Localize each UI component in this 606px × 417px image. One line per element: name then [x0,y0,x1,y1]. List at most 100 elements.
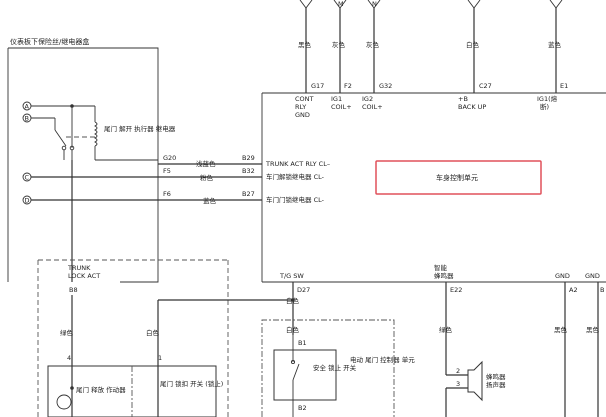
buzzer-label-2: 蜂鸣器 [434,271,454,280]
ground-wire-a2: GND A2 黑色 [554,272,578,417]
latch-switch-label: 尾门 锁扣 开关 (锁止) [160,379,223,388]
trunk-lock-act-region: TRUNK LOCK ACT B8 [37,259,229,417]
actuator-wire: 绿色 4 [60,295,74,417]
top-wire-g32-pin: G32 [379,82,392,90]
top-wire-f2: M 灰色 F2 IG1 COIL+ [331,0,352,111]
actuator-motor-icon [56,394,72,410]
wire-g20: G20 浅蓝色 B29 TRUNK ACT RLY CL– [158,154,330,168]
fuse-relay-box: 仪表板下保险丝/继电器盒 [7,37,159,283]
connector-a-label: A [25,103,30,111]
wire-g20-signal: TRUNK ACT RLY CL– [265,160,330,168]
latch-switch-wire: 白色 1 [146,299,293,417]
safety-switch-label: 安全 锁止 开关 [313,363,357,372]
wire-f5: F5 粉色 B32 车门解锁继电器 CL- [31,167,325,182]
wire-f5-pin-right: B32 [242,167,255,175]
tg-sw-color-2: 白色 [286,325,300,334]
connector-c-label: C [25,174,30,182]
buzzer-name-2: 扬声器 [486,380,506,389]
wire-f6-pin-left: F6 [163,190,171,198]
body-control-module: 车身控制单元 [261,92,606,283]
top-wire-f2-label-2: COIL+ [331,103,352,111]
top-wire-g17-label-1: CONT [295,95,314,103]
trunk-lock-act-pin: B8 [69,286,78,294]
connector-d: D [22,195,32,205]
power-tailgate-unit-label: 电动 尾门 控制器 单元 [350,355,415,364]
buzzer-wire-color: 绿色 [439,325,453,334]
actuator-label: 尾门 释放 作动器 [76,385,126,394]
wire-g20-pin-left: G20 [163,154,176,162]
ground-wire-b: GND B 黑色 [585,272,604,417]
ground-label-1: GND [555,272,570,280]
top-wire-c27-label-2: BACK UP [458,103,486,111]
power-tailgate-region: B1 安全 锁止 开关 B2 电动 尾门 控制器 单元 [261,319,415,417]
top-wire-g32: N 灰色 G32 IG2 COIL+ [362,0,392,111]
wire-f5-pin-left: F5 [163,167,171,175]
latch-switch-wire-pin: 1 [158,354,162,362]
top-wire-g17-color: 黑色 [298,40,312,49]
safety-switch-box [273,349,337,401]
buzzer-pin-2: 2 [456,367,460,375]
wire-f5-signal: 车门解锁继电器 CL- [266,172,325,181]
wire-f5-color: 粉色 [200,173,214,182]
top-wire-e1-color: 蓝色 [548,40,562,49]
safety-switch-pin-b1: B1 [298,339,307,347]
tg-sw-label: T/G SW [279,272,304,280]
top-wire-g32-label-1: IG2 [362,95,373,103]
connector-d-label: D [25,197,30,205]
buzzer-speaker-icon [467,360,483,402]
connector-b-label: B [25,115,29,123]
connector-c: C [22,172,32,182]
ground-color-1: 黑色 [554,325,568,334]
top-wire-g17-label-2: RLY [295,103,306,111]
top-wire-g17-pin: G17 [311,82,324,90]
buzzer-label-1: 智能 [434,263,448,272]
safety-switch-pin-b2: B2 [298,404,307,412]
connector-a: A [22,101,32,111]
trunk-lock-act-label-1: TRUNK [67,264,91,272]
wire-f6-pin-right: B27 [242,190,255,198]
connector-b: B [22,113,32,123]
bcm-highlight-box [375,160,542,195]
actuator-wire-color: 绿色 [60,328,74,337]
trunk-relay: 尾门 解开 执行器 继电器 [31,104,176,161]
top-wire-c27: 白色 C27 +B BACK UP [458,0,492,111]
top-wire-f2-label-1: IG1 [331,95,342,103]
tg-sw-pin: D27 [297,286,310,294]
top-wire-c27-label-1: +B [458,95,468,103]
buzzer-pin-e22: E22 [450,286,462,294]
bcm-label: 车身控制单元 [436,173,478,182]
top-wire-g32-label-2: COIL+ [362,103,383,111]
top-wire-g32-arrow: N [372,0,377,8]
buzzer-name: 蜂鸣器 [486,372,506,381]
trunk-relay-label: 尾门 解开 执行器 继电器 [104,124,176,133]
top-wire-e1-pin: E1 [560,82,568,90]
latch-switch-wire-color: 白色 [146,328,160,337]
top-wire-g17-label-3: GND [295,111,310,119]
buzzer-wire: 智能 蜂鸣器 E22 绿色 2 3 蜂鸣器 扬声器 [434,263,506,417]
buzzer-pin-3: 3 [456,380,460,388]
wire-g20-pin-right: B29 [242,154,255,162]
ground-color-2: 黑色 [586,325,600,334]
ground-pin-b: B [600,286,604,294]
wire-f6-signal: 车门门锁继电器 CL- [266,195,325,204]
top-wire-c27-pin: C27 [479,82,492,90]
tg-sw-wire: T/G SW D27 白色 白色 [279,272,310,335]
wire-g20-color: 浅蓝色 [196,159,216,168]
wire-f6: F6 蓝色 B27 车门门锁继电器 CL- [31,190,325,205]
wire-f6-color: 蓝色 [203,196,217,205]
top-wire-g17: 黑色 G17 CONT RLY GND [295,0,324,119]
fuse-box-title: 仪表板下保险丝/继电器盒 [10,37,89,46]
top-wire-f2-color: 灰色 [332,40,346,49]
top-wire-f2-arrow: M [338,0,344,8]
top-wire-c27-color: 白色 [466,40,480,49]
top-wire-e1: 蓝色 E1 IG1(熔 断) [537,0,568,111]
top-wire-f2-pin: F2 [344,82,352,90]
ground-pin-a2: A2 [569,286,578,294]
actuator-wire-pin: 4 [67,354,71,362]
top-wire-g32-color: 灰色 [366,40,380,49]
actuator-box: 尾门 释放 作动器 尾门 锁扣 开关 (锁止) [47,365,223,417]
trunk-lock-act-label-2: LOCK ACT [68,272,100,280]
ground-label-2: GND [585,272,600,280]
top-wire-e1-label-1: IG1(熔 [537,94,558,103]
